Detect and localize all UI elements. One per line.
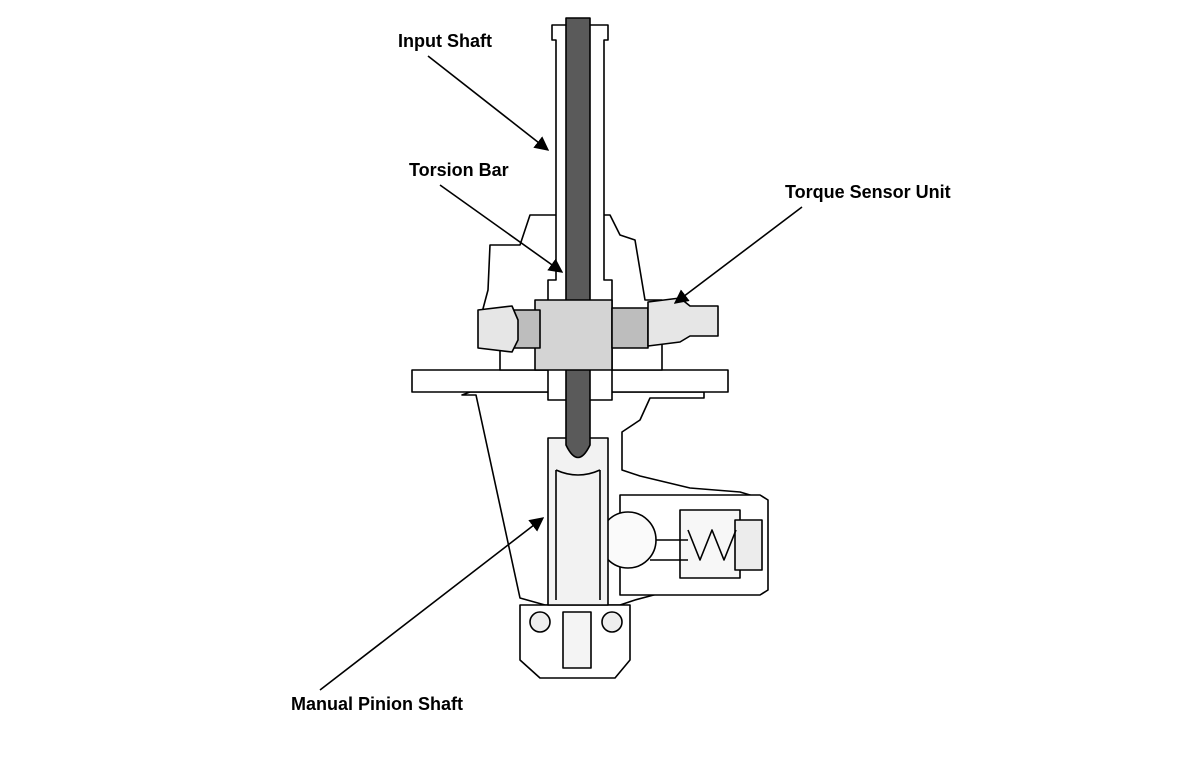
lower-bearing-ball-left [529, 611, 551, 633]
torsion-bar-label: Torsion Bar [409, 160, 509, 180]
rack-guide-cap [734, 519, 763, 571]
torsion-bar [565, 17, 591, 459]
pinion-teeth-outline [555, 469, 601, 600]
manual-pinion-shaft [547, 437, 609, 606]
torsion-bar-leader [439, 184, 564, 273]
torque-sensor-unit-label: Torque Sensor Unit [785, 182, 951, 202]
input-shaft-label: Input Shaft [398, 31, 492, 51]
torque-sensor-left-plug [477, 305, 519, 353]
lower-bearing-ball-right [601, 611, 623, 633]
pinion-shaft-end [562, 611, 592, 669]
torque-sensor-coil-right [611, 307, 649, 349]
rack-guide-spring-chamber [679, 509, 741, 579]
torque-sensor-connector [647, 297, 719, 347]
torque-sensor-body [534, 299, 613, 371]
torque-sensor-leader [673, 206, 803, 304]
manual-pinion-shaft-label: Manual Pinion Shaft [291, 694, 464, 714]
input-shaft-leader [427, 55, 550, 151]
manual-pinion-shaft-leader [319, 517, 545, 691]
rack-guide-spring [687, 529, 737, 561]
